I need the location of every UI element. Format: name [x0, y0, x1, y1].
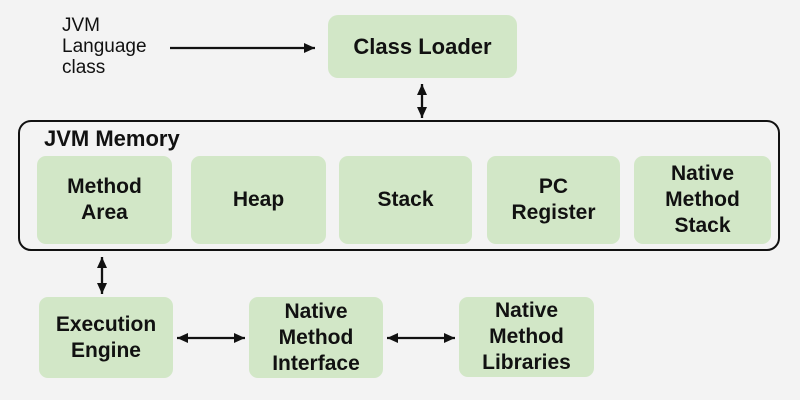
- native-method-interface-box: Native Method Interface: [249, 297, 383, 378]
- jvm-memory-title: JVM Memory: [44, 126, 180, 151]
- native-method-libraries-box: Native Method Libraries: [459, 297, 594, 377]
- memory-box-method-area: Method Area: [37, 156, 172, 244]
- memory-box-heap: Heap: [191, 156, 326, 244]
- jvm-language-class-label: JVM Language class: [62, 15, 147, 78]
- memory-box-pc-register: PC Register: [487, 156, 620, 244]
- memory-box-stack: Stack: [339, 156, 472, 244]
- class-loader-box: Class Loader: [328, 15, 517, 78]
- execution-engine-box: Execution Engine: [39, 297, 173, 378]
- jvm-memory-container: JVM Memory Method Area Heap Stack PC Reg…: [18, 120, 780, 251]
- memory-box-native-method-stack: Native Method Stack: [634, 156, 771, 244]
